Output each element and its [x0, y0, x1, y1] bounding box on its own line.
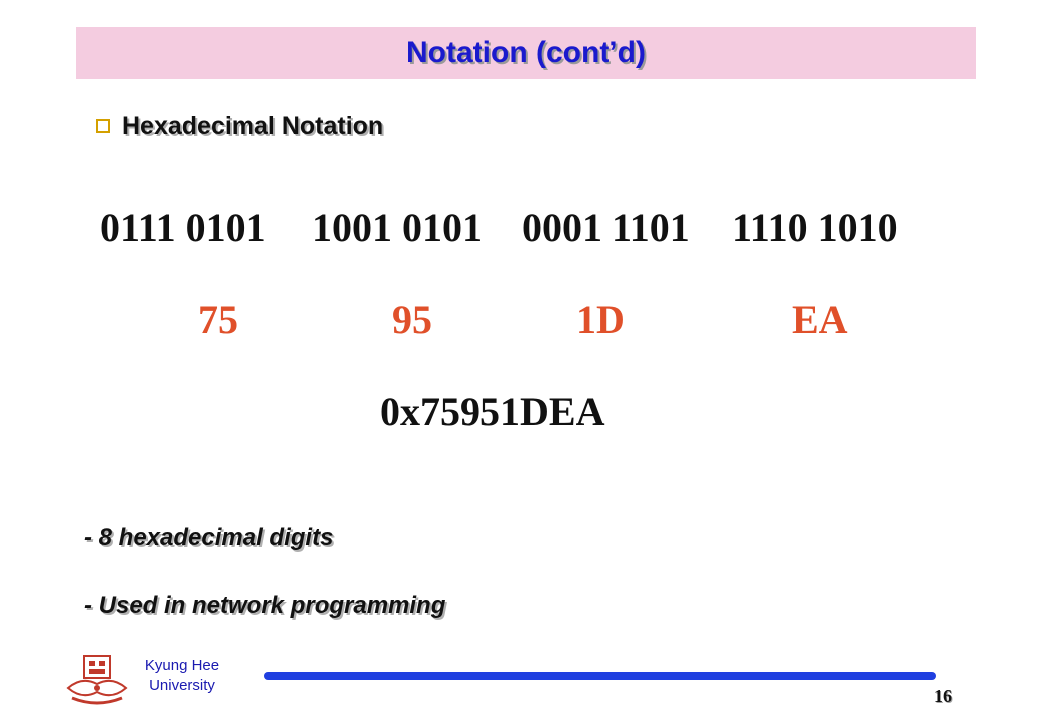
binary-group-4: 1110 1010 [732, 205, 898, 250]
bullet-label: Hexadecimal Notation [122, 111, 384, 140]
slide-title: Notation (cont’d) [406, 36, 646, 69]
binary-group-3: 0001 1101 [522, 205, 690, 250]
hollow-square-bullet-icon [96, 119, 110, 133]
hex-group-1: 75 [198, 297, 238, 342]
university-logo-icon [66, 655, 128, 705]
bullet-item: Hexadecimal Notation [96, 110, 383, 142]
note-digits: - 8 hexadecimal digits [84, 524, 334, 551]
binary-group-1: 0111 0101 [100, 205, 266, 250]
university-name: Kyung Hee University [130, 656, 234, 696]
university-name-line1: Kyung Hee [144, 657, 220, 674]
hex-combined: 0x75951DEA [380, 389, 605, 434]
binary-group-2: 1001 0101 [312, 205, 482, 250]
university-name-line2: University [149, 677, 215, 694]
hex-group-4: EA [792, 297, 848, 342]
hex-group-3: 1D [576, 297, 625, 342]
page-number: 16 [934, 686, 952, 706]
hex-group-2: 95 [392, 297, 432, 342]
footer-divider [264, 672, 936, 680]
note-network: - Used in network programming [84, 592, 446, 619]
title-bar: Notation (cont’d) [76, 27, 976, 79]
